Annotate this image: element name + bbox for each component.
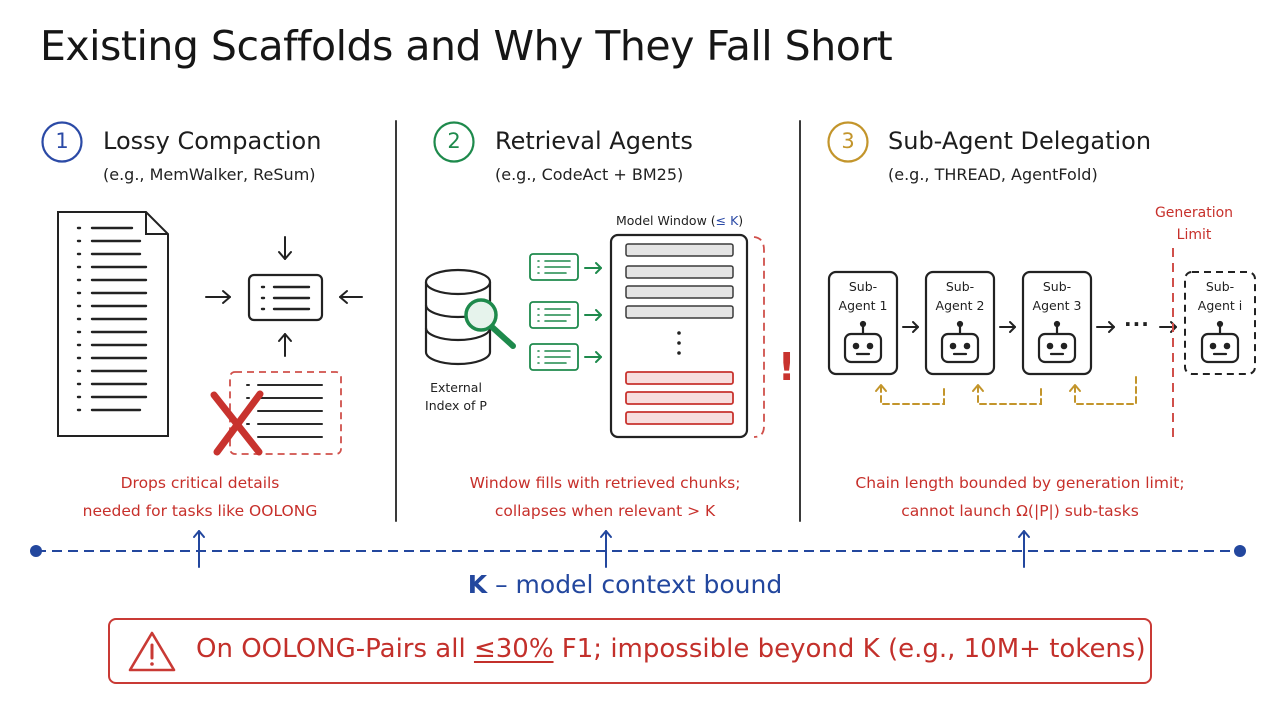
section-title: Lossy Compaction xyxy=(103,127,322,155)
generation-limit-line1: Generation xyxy=(1154,205,1234,221)
feedback-arrows xyxy=(880,373,1137,405)
section-note: Drops critical details needed for tasks … xyxy=(40,469,360,525)
number-circle-icon xyxy=(41,121,83,163)
overflow-warning-mark: ! xyxy=(778,345,796,389)
section-note: Window fills with retrieved chunks; coll… xyxy=(440,469,770,525)
model-window-label: Model Window (≤ K) xyxy=(616,213,743,228)
robot-icon xyxy=(843,320,883,364)
agent-label-line: Sub- xyxy=(1042,279,1072,294)
warning-callout xyxy=(108,618,1152,684)
agent-label-line: Agent 3 xyxy=(1032,298,1082,313)
section-number: 2 xyxy=(447,129,461,153)
callout-prefix: On OOLONG-Pairs all xyxy=(196,634,474,664)
section-divider xyxy=(395,120,397,522)
retrieved-chunk-icon xyxy=(529,301,579,329)
retrieved-chunk-icon xyxy=(529,253,579,281)
sub-agent-label: Sub- Agent 1 xyxy=(829,277,897,315)
section-subtitle: (e.g., THREAD, AgentFold) xyxy=(888,165,1098,184)
document-icon xyxy=(57,211,169,437)
external-index-label: External Index of P xyxy=(420,379,492,415)
section-2-number-badge: 2 xyxy=(432,120,476,164)
axis-k-symbol: K xyxy=(467,570,488,599)
section-divider xyxy=(799,120,801,522)
page-title: Existing Scaffolds and Why They Fall Sho… xyxy=(40,22,893,70)
model-window xyxy=(609,233,749,439)
agent-label-line: Sub- xyxy=(1205,279,1235,294)
insert-arrows xyxy=(584,262,602,363)
robot-icon xyxy=(1037,320,1077,364)
section-1-number-badge: 1 xyxy=(40,120,84,164)
number-circle-icon xyxy=(433,121,475,163)
model-window-label-k: ≤ K xyxy=(715,213,739,228)
compress-arrows xyxy=(205,236,363,357)
note-line: Chain length bounded by generation limit… xyxy=(855,474,1185,492)
model-window-label-text: Model Window ( xyxy=(616,213,716,228)
magnifier-icon xyxy=(464,298,516,349)
agent-label-line: Agent i xyxy=(1197,298,1243,313)
note-line: needed for tasks like OOLONG xyxy=(82,502,318,520)
section-3-number-badge: 3 xyxy=(826,120,870,164)
index-label-line: External xyxy=(430,380,482,395)
note-line: Drops critical details xyxy=(120,474,280,492)
section-title: Sub-Agent Delegation xyxy=(888,127,1152,155)
section-number: 1 xyxy=(55,129,69,153)
section-subtitle: (e.g., CodeAct + BM25) xyxy=(495,165,684,184)
number-circle-icon xyxy=(827,121,869,163)
axis-endpoint xyxy=(1234,545,1246,557)
section-subtitle: (e.g., MemWalker, ReSum) xyxy=(103,165,316,184)
callout-emphasis: ≤30% xyxy=(473,634,554,664)
note-line: cannot launch Ω(|P|) sub-tasks xyxy=(901,502,1139,520)
robot-icon xyxy=(940,320,980,364)
note-line: Window fills with retrieved chunks; xyxy=(469,474,741,492)
section-number: 3 xyxy=(841,129,855,153)
axis-up-arrows xyxy=(193,530,1030,568)
index-label-line: Index of P xyxy=(425,398,487,413)
window-overflow-bracket xyxy=(753,236,765,438)
compacted-summary-icon xyxy=(247,273,324,322)
robot-icon xyxy=(1200,320,1240,364)
sub-agent-label: Sub- Agent 3 xyxy=(1023,277,1091,315)
section-note: Chain length bounded by generation limit… xyxy=(830,469,1210,525)
agent-label-line: Sub- xyxy=(945,279,975,294)
feedback-arrowheads xyxy=(875,384,1081,392)
model-window-label-end: ) xyxy=(738,213,744,228)
callout-text: On OOLONG-Pairs all ≤30% F1; impossible … xyxy=(196,634,1146,664)
sub-agent-label: Sub- Agent 2 xyxy=(926,277,994,315)
callout-suffix: F1; impossible beyond K (e.g., 10M+ toke… xyxy=(553,634,1146,664)
chain-ellipsis: ··· xyxy=(1124,312,1150,336)
section-title: Retrieval Agents xyxy=(495,127,693,155)
agent-label-line: Agent 2 xyxy=(935,298,985,313)
axis-label: K – model context bound xyxy=(0,570,1250,599)
cross-mark-icon xyxy=(210,390,264,456)
axis-endpoint xyxy=(30,545,42,557)
generation-limit-line2: Limit xyxy=(1176,227,1212,243)
agent-label-line: Sub- xyxy=(848,279,878,294)
agent-label-line: Agent 1 xyxy=(838,298,888,313)
note-line: collapses when relevant > K xyxy=(494,502,716,520)
sub-agent-label: Sub- Agent i xyxy=(1185,277,1255,315)
axis-label-text: – model context bound xyxy=(495,570,783,599)
retrieved-chunk-icon xyxy=(529,343,579,371)
generation-limit-label: Generation Limit xyxy=(1130,202,1258,246)
